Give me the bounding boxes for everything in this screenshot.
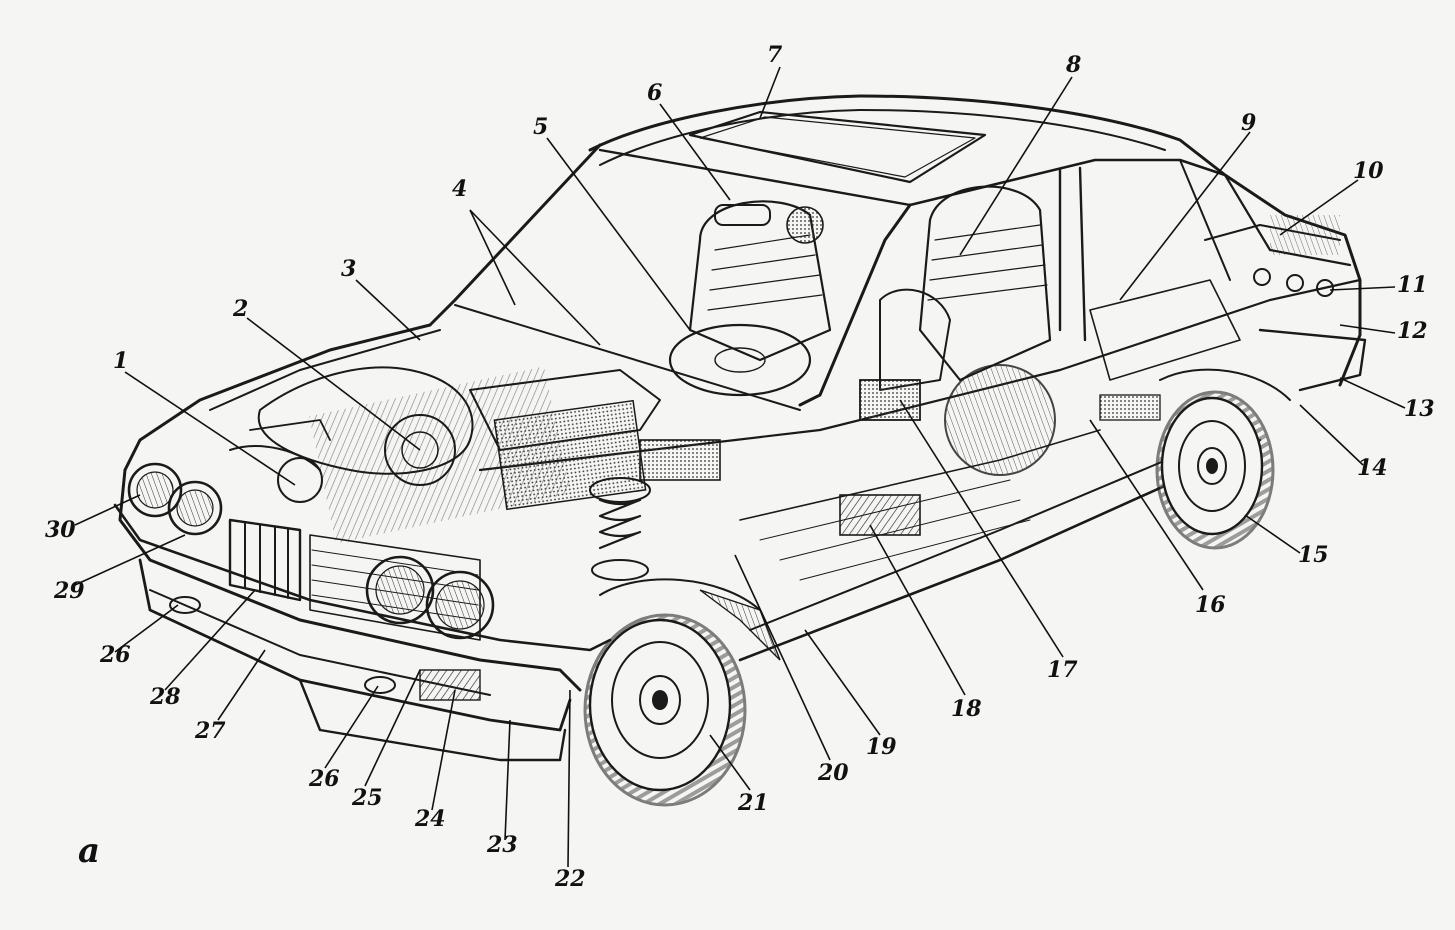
callout-label: 18 xyxy=(951,696,982,722)
interior xyxy=(668,185,1334,581)
callout-label: 30 xyxy=(45,517,76,543)
callout-label: 16 xyxy=(1195,592,1226,618)
callout-label: 24 xyxy=(414,806,446,832)
callout-label: 17 xyxy=(1047,657,1078,683)
engine-bay xyxy=(229,366,721,581)
callout-label: 23 xyxy=(486,832,518,858)
rear-wheel xyxy=(1155,368,1291,550)
fog-lights xyxy=(169,596,481,701)
callout-label: 3 xyxy=(341,256,356,282)
callout-label: 1 xyxy=(113,348,128,374)
leader-lines xyxy=(74,66,1406,868)
callout-label: 20 xyxy=(817,760,849,786)
callout-label: 15 xyxy=(1298,542,1329,568)
callout-label: 13 xyxy=(1404,396,1435,422)
callout-labels: 1 2 3 4 5 6 7 8 9 10 11 12 13 14 15 16 1… xyxy=(45,42,1435,892)
callout-label: 10 xyxy=(1353,158,1384,184)
callout-label: 27 xyxy=(194,718,226,744)
callout-label: 6 xyxy=(647,80,662,106)
callout-label: 29 xyxy=(53,578,85,604)
callout-label: 26 xyxy=(308,766,340,792)
callout-label: 8 xyxy=(1065,52,1081,78)
callout-label: 5 xyxy=(533,114,548,140)
callout-label: 28 xyxy=(149,684,181,710)
callout-label: 19 xyxy=(866,734,897,760)
callout-label: 22 xyxy=(554,866,586,892)
callout-label: 2 xyxy=(232,296,248,322)
callout-label: 7 xyxy=(767,42,783,68)
callout-label: 12 xyxy=(1397,318,1428,344)
callout-label: 11 xyxy=(1397,272,1428,298)
callout-label: 21 xyxy=(737,790,769,816)
callout-label: 14 xyxy=(1357,455,1388,481)
callout-label: 9 xyxy=(1241,110,1256,136)
headlights xyxy=(127,462,495,640)
front-wheel xyxy=(583,578,781,807)
callout-label: 4 xyxy=(452,176,467,202)
callout-label: 25 xyxy=(351,785,383,811)
callout-label: 26 xyxy=(99,642,131,668)
panel-letter: a xyxy=(78,831,100,871)
